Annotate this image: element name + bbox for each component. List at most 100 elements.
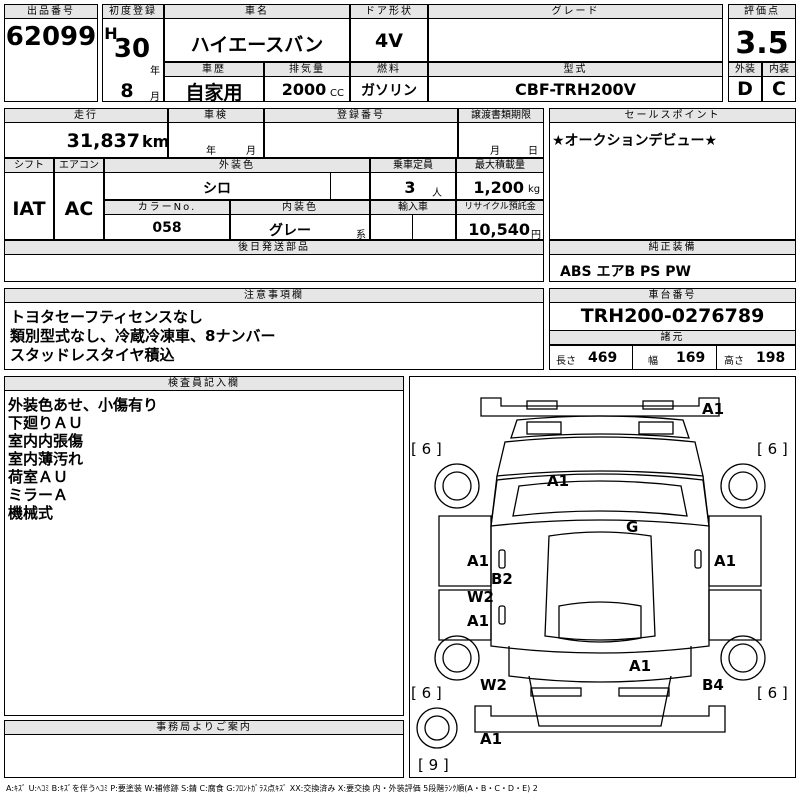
interior-color-unit: 系 — [356, 230, 366, 241]
inspection-year-unit: 年 — [206, 146, 216, 157]
sales-point-box — [549, 108, 796, 240]
inspector-line-3: 室内内張傷 — [8, 432, 84, 450]
length-label: 長さ — [556, 356, 576, 367]
color-no: 058 — [152, 220, 182, 236]
dims-label: 諸元 — [549, 330, 796, 345]
lot-number: 62099 — [5, 22, 97, 52]
ac-label: エアコン — [54, 158, 104, 173]
mark-left-front-door: A1 — [467, 552, 490, 570]
fuel-label: 燃料 — [350, 62, 428, 77]
inspection-label: 車検 — [168, 108, 264, 123]
era: H — [104, 24, 118, 43]
displacement-label: 排気量 — [264, 62, 350, 77]
inspector-line-4: 室内薄汚れ — [8, 450, 84, 468]
reg-month: 8 — [120, 80, 134, 102]
chassis-number: TRH200-0276789 — [580, 305, 765, 327]
mark-left-rear-corner: W2 — [480, 676, 507, 694]
mark-roof: A1 — [629, 657, 652, 675]
transfer-label: 譲渡書類期限 — [458, 108, 544, 123]
door-type: 4V — [375, 30, 403, 52]
mark-windshield: G — [626, 518, 639, 536]
max-load-unit: kg — [528, 184, 541, 195]
car-body-diagram — [416, 397, 766, 749]
fuel: ガソリン — [361, 83, 417, 99]
caution-line-3: スタッドレスタイヤ積込 — [10, 346, 175, 364]
dims-div-2 — [716, 345, 717, 370]
mileage: 31,837 — [66, 130, 140, 152]
shift: IAT — [12, 198, 46, 220]
damage-code-legend: A:ｷｽﾞ U:ﾍｺﾐ B:ｷｽﾞを伴うﾍｺﾐ P:要塗装 W:補修跡 S:錆 … — [6, 784, 538, 793]
tire-rear-right: [ 6 ] — [757, 684, 788, 702]
transfer-month-unit: 月 — [490, 146, 500, 157]
width-label: 幅 — [648, 356, 658, 367]
exterior-grade: D — [737, 78, 753, 100]
displacement: 2000 — [281, 80, 327, 99]
mark-hood: A1 — [547, 472, 570, 490]
lot-number-box — [4, 4, 98, 102]
recycle-label: リサイクル預託金 — [456, 200, 544, 215]
mileage-label: 走行 — [4, 108, 168, 123]
caution-line-1: トヨタセーフティセンスなし — [10, 308, 203, 326]
car-name-label: 車名 — [164, 4, 350, 19]
transfer-day-unit: 日 — [528, 146, 538, 157]
interior-color: グレー — [269, 223, 311, 239]
car-name: ハイエースバン — [190, 34, 324, 56]
first-reg-box — [102, 4, 164, 102]
inspector-line-2: 下廻りＡＵ — [8, 414, 84, 432]
recycle-unit: 円 — [531, 230, 541, 241]
length: 469 — [588, 350, 618, 366]
dims-row — [549, 345, 796, 370]
import-divider — [412, 215, 413, 240]
door-label: ドア形状 — [350, 4, 428, 19]
mark-left-rear: A1 — [467, 612, 490, 630]
width: 169 — [676, 350, 706, 366]
tire-spare: [ 9 ] — [418, 756, 449, 774]
shift-label: シフト — [4, 158, 54, 173]
capacity: 3 — [404, 178, 416, 197]
grade-label: グレード — [428, 4, 723, 19]
mark-right-front-door: A1 — [714, 552, 737, 570]
max-load-label: 最大積載量 — [456, 158, 544, 173]
history: 自家用 — [185, 82, 243, 104]
color-no-label: カラーNo. — [104, 200, 230, 215]
lot-number-label: 出品番号 — [4, 4, 98, 19]
first-reg-label: 初度登録 — [102, 4, 164, 19]
later-parts-label: 後日発送部品 — [4, 240, 544, 255]
capacity-label: 乗車定員 — [370, 158, 456, 173]
model-code-label: 型式 — [428, 62, 723, 77]
height: 198 — [756, 350, 786, 366]
interior-grade-label: 内装 — [762, 62, 796, 77]
height-label: 高さ — [724, 356, 744, 367]
exterior-grade-label: 外装 — [728, 62, 762, 77]
score-label: 評価点 — [728, 4, 796, 19]
office-label: 事務局よりご案内 — [4, 720, 404, 735]
model-code: CBF-TRH200V — [514, 80, 637, 99]
score: 3.5 — [735, 26, 789, 61]
color-divider — [330, 173, 331, 200]
color: シロ — [203, 181, 231, 197]
history-label: 車歴 — [164, 62, 264, 77]
tire-rear-left: [ 6 ] — [411, 684, 442, 702]
mark-front-bumper: A1 — [702, 400, 725, 418]
month-unit: 月 — [150, 92, 160, 103]
chassis-label: 車台番号 — [549, 288, 796, 303]
mark-left-b: B2 — [491, 570, 513, 588]
tire-front-left: [ 6 ] — [411, 440, 442, 458]
interior-grade: C — [772, 78, 786, 100]
recycle: 10,540 — [468, 220, 530, 239]
caution-line-2: 類別型式なし、冷蔵冷凍車、8ナンバー — [10, 327, 276, 345]
inspector-line-7: 機械式 — [8, 504, 54, 522]
equipment-label: 純正装備 — [549, 240, 796, 255]
mileage-unit: km — [142, 132, 170, 151]
mark-right-rear-corner: B4 — [702, 676, 724, 694]
import-label: 輸入車 — [370, 200, 456, 215]
caution-label: 注意事項欄 — [4, 288, 544, 303]
inspector-line-1: 外装色あせ、小傷有り — [8, 396, 159, 414]
interior-color-label: 内装色 — [230, 200, 370, 215]
inspector-label: 検査員記入欄 — [4, 376, 404, 391]
sales-point-label: セールスポイント — [549, 108, 796, 123]
year-unit: 年 — [150, 66, 160, 77]
ac: AC — [64, 198, 94, 220]
inspection-month-unit: 月 — [246, 146, 256, 157]
inspector-line-6: ミラーＡ — [8, 486, 69, 504]
